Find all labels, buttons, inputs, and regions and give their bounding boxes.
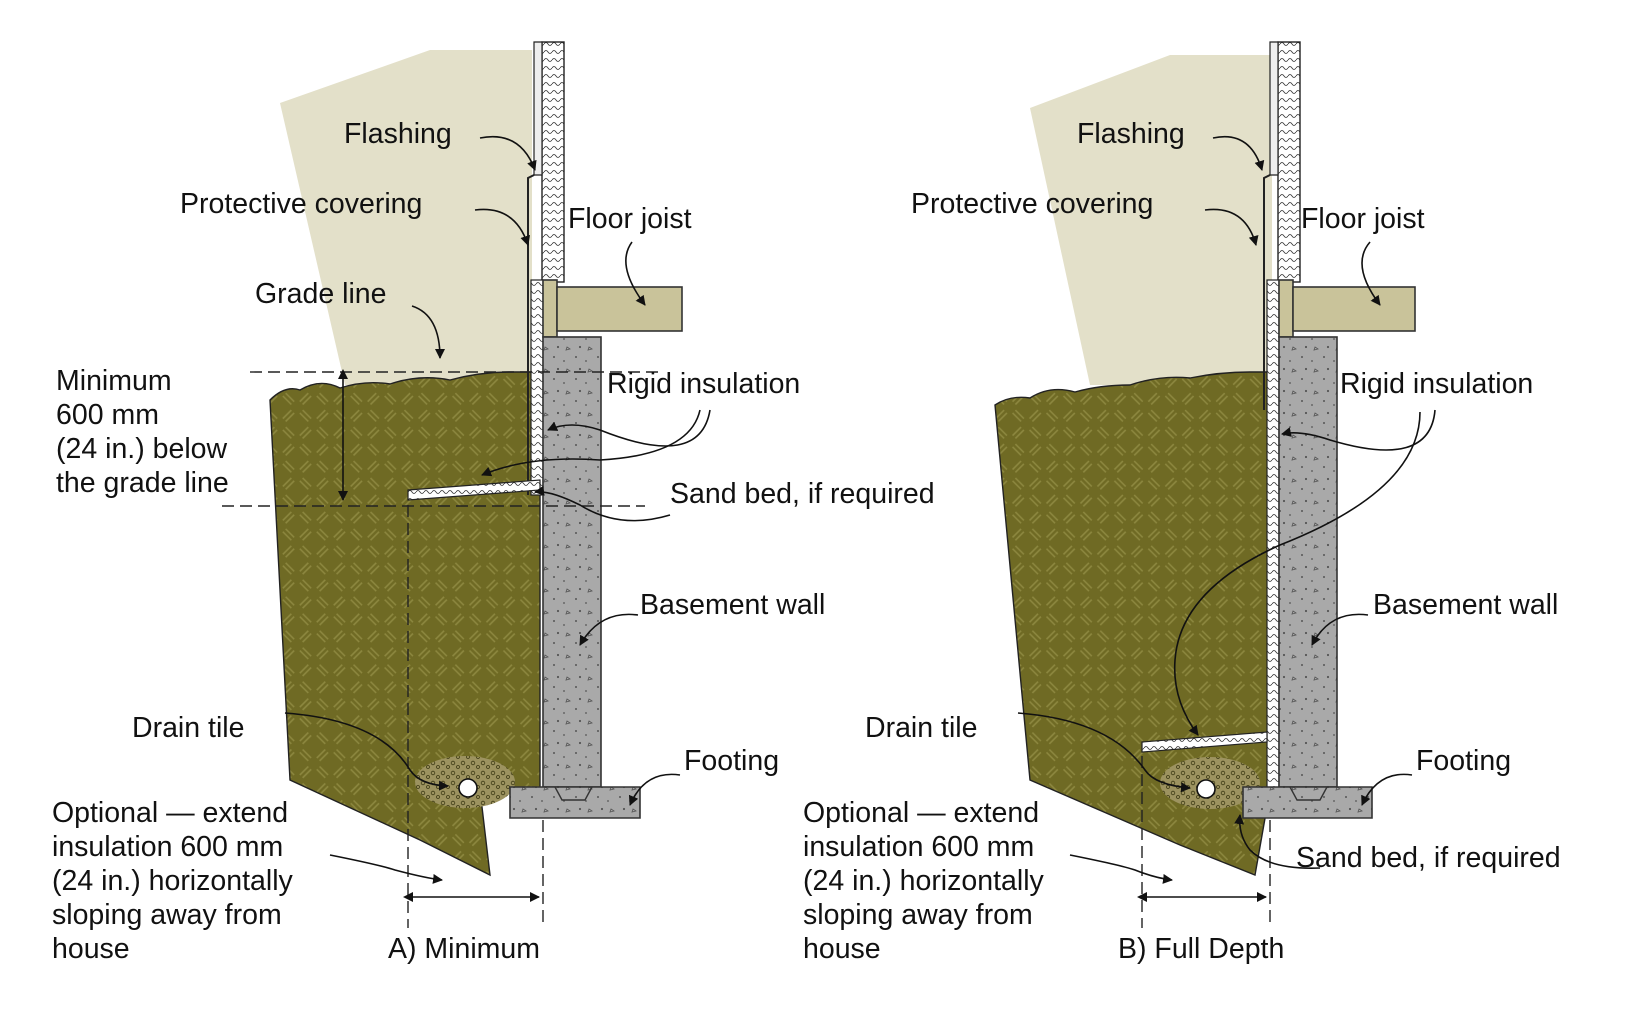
panel-b: Flashing Protective covering Floor joist…	[803, 41, 1561, 965]
label-flashing: Flashing	[344, 118, 452, 150]
basement-wall	[1278, 336, 1338, 788]
label-drain-tile: Drain tile	[132, 712, 244, 744]
label-floor-joist: Floor joist	[568, 203, 692, 235]
leader-drain-tile	[1017, 712, 1191, 793]
label-floor-joist: Floor joist	[1301, 203, 1425, 235]
leader-rigid-insulation-1	[1281, 409, 1436, 451]
air-region	[1030, 55, 1272, 385]
label-flashing: Flashing	[1077, 118, 1185, 150]
label-rigid-insulation: Rigid insulation	[607, 368, 800, 400]
label-sand-bed: Sand bed, if required	[1296, 842, 1561, 874]
leader-basement-wall	[579, 613, 639, 646]
footing	[1242, 786, 1373, 819]
label-optional-4: sloping away from	[52, 899, 282, 931]
label-footing: Footing	[1416, 745, 1511, 777]
leader-rigid-insulation-2	[481, 409, 701, 477]
footing-key	[554, 786, 593, 801]
siding	[533, 41, 543, 176]
label-min-depth-2: 600 mm	[56, 399, 159, 431]
panel-a: Flashing Protective covering Floor joist…	[52, 41, 935, 965]
leader-rigid-insulation-1	[547, 409, 711, 447]
floor-joist	[556, 286, 683, 332]
label-grade-line: Grade line	[255, 278, 387, 310]
rigid-insulation-horizontal	[1141, 731, 1268, 753]
flashing-strip	[1263, 174, 1271, 410]
label-optional-3: (24 in.) horizontally	[803, 865, 1045, 897]
label-optional-1: Optional — extend	[52, 797, 288, 829]
basement-wall	[542, 336, 602, 788]
leader-grade-line	[411, 305, 445, 359]
siding	[1269, 41, 1279, 176]
leader-footing	[628, 773, 681, 806]
label-rigid-insulation: Rigid insulation	[1340, 368, 1533, 400]
label-min-depth-3: (24 in.) below	[56, 433, 228, 465]
leader-protective-covering	[474, 208, 530, 246]
footing-key	[1289, 786, 1328, 801]
label-basement-wall: Basement wall	[1373, 589, 1558, 621]
label-optional-4: sloping away from	[803, 899, 1033, 931]
label-optional-3: (24 in.) horizontally	[52, 865, 294, 897]
label-optional-5: house	[52, 933, 130, 965]
leader-flashing	[479, 136, 537, 171]
label-min-depth-1: Minimum	[56, 365, 172, 397]
label-protective-covering: Protective covering	[180, 188, 422, 220]
label-optional-5: house	[803, 933, 881, 965]
label-optional-1: Optional — extend	[803, 797, 1039, 829]
soil-region	[994, 371, 1276, 876]
label-sand-bed: Sand bed, if required	[670, 478, 935, 510]
label-basement-wall: Basement wall	[640, 589, 825, 621]
leader-basement-wall	[1311, 613, 1369, 646]
air-region	[280, 50, 532, 385]
rigid-insulation-vertical	[1266, 279, 1280, 789]
rim-joist	[1278, 279, 1294, 338]
label-drain-tile: Drain tile	[865, 712, 977, 744]
caption-a: A) Minimum	[388, 933, 540, 965]
leader-floor-joist	[1361, 241, 1381, 306]
leader-footing	[1361, 773, 1413, 806]
leader-drain-tile	[284, 712, 449, 791]
drain-tile-pipe	[1196, 779, 1216, 799]
leader-floor-joist	[625, 241, 646, 306]
drain-tile-pipe	[458, 778, 478, 798]
label-protective-covering: Protective covering	[911, 188, 1153, 220]
leader-protective-covering	[1204, 208, 1259, 246]
label-optional-2: insulation 600 mm	[52, 831, 283, 863]
leader-rigid-insulation-2	[1173, 411, 1421, 736]
leader-sand-bed	[1234, 814, 1321, 869]
leader-flashing	[1212, 136, 1265, 171]
upper-wall	[541, 41, 565, 283]
rigid-insulation-vertical	[530, 279, 544, 496]
label-min-depth-4: the grade line	[56, 467, 229, 499]
caption-b: B) Full Depth	[1118, 933, 1284, 965]
footing	[509, 786, 641, 819]
leader-sand-bed	[534, 485, 671, 522]
label-optional-2: insulation 600 mm	[803, 831, 1034, 863]
leader-optional	[329, 854, 443, 884]
rim-joist	[542, 279, 558, 338]
soil-region	[269, 371, 541, 877]
leader-optional	[1069, 854, 1173, 884]
upper-wall	[1277, 41, 1301, 283]
flashing-strip	[527, 174, 535, 495]
label-footing: Footing	[684, 745, 779, 777]
floor-joist	[1292, 286, 1416, 332]
